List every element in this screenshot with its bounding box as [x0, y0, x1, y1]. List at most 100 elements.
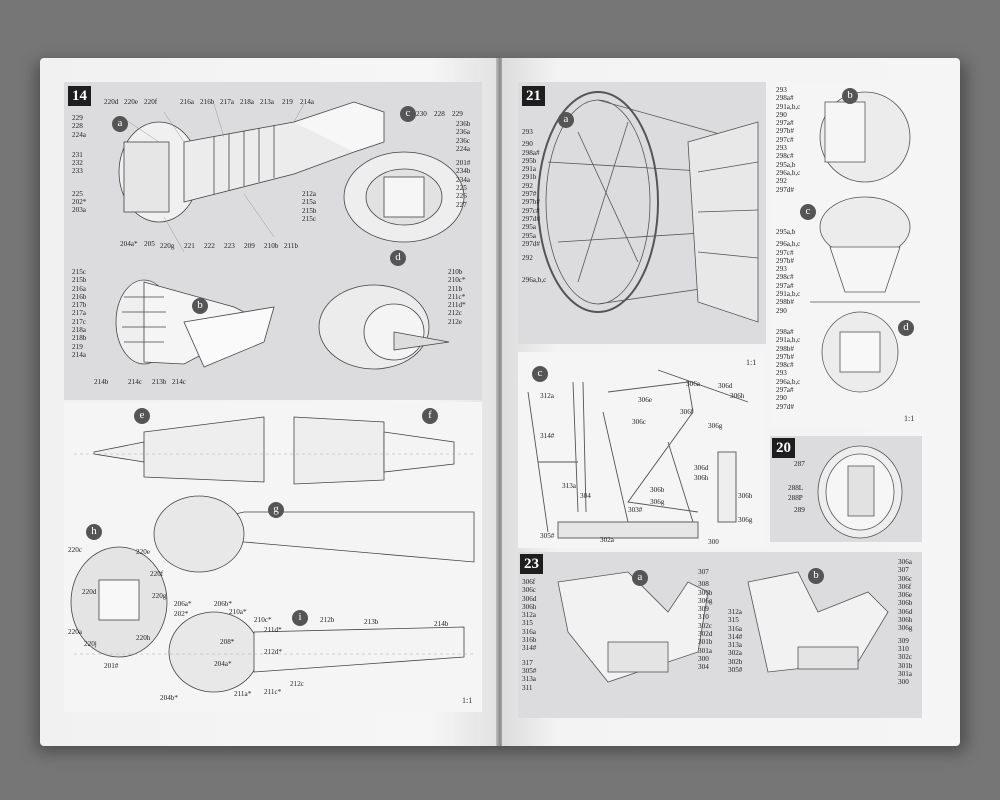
step-21-panel-c-parts: c 312a 314# 313a 304 305# 302a 300 303# …	[518, 352, 766, 548]
sub-label-21c-parts: c	[532, 366, 548, 382]
label-21c-12: 306f	[680, 408, 694, 416]
label-14a-bottom-5: 223	[224, 242, 235, 250]
sub-label-c: c	[400, 106, 416, 122]
label-14i-9: 208*	[220, 638, 235, 646]
label-14h-5: 220a	[68, 628, 82, 636]
label-14h-0: 220c	[68, 546, 82, 554]
label-21c-0: 312a	[540, 392, 554, 400]
sub-label-23a: a	[632, 570, 648, 586]
sub-label-h: h	[86, 524, 102, 540]
label-14a-bottom-8: 211b	[284, 242, 299, 250]
label-14h-1: 220e	[136, 548, 150, 556]
label-21c-9: 306d	[718, 382, 733, 390]
label-14i-8: 214b	[434, 620, 449, 628]
label-21c-13: 306g	[708, 422, 723, 430]
gutter	[496, 58, 504, 746]
step-20-drawing	[817, 445, 903, 539]
label-14c-top-1: 228	[434, 110, 445, 118]
label-14i-13: 204b*	[160, 694, 178, 702]
label-14a-top-6: 218a	[240, 98, 254, 106]
label-21c-16: 306h	[694, 474, 709, 482]
label-20-3: 289	[794, 506, 805, 514]
sub-label-a: a	[112, 116, 128, 132]
label-14a-bottom-6: 209	[244, 242, 255, 250]
label-14h-4: 220g	[152, 592, 167, 600]
label-14a-top-9: 214a	[300, 98, 314, 106]
step-14-top-drawing	[115, 101, 465, 370]
label-14i-15: 211c*	[264, 688, 282, 696]
label-14c-top-0: 230	[416, 110, 427, 118]
label-21c-7: 303#	[628, 506, 643, 514]
label-14h-3: 220d	[82, 588, 97, 596]
step-23-number: 23	[520, 554, 543, 574]
step-14-bottom-drawing	[70, 416, 475, 693]
label-14i-6: 212b	[320, 616, 335, 624]
label-21c-19: 306h	[738, 492, 753, 500]
step-23-drawing	[557, 571, 889, 683]
label-21c-6: 300	[708, 538, 719, 546]
label-14h-2: 220f	[150, 570, 164, 578]
scale-21-bcd: 1:1	[904, 414, 915, 423]
sub-label-23b: b	[808, 568, 824, 584]
step-21c-parts-drawing	[527, 369, 749, 539]
sub-label-i: i	[292, 610, 308, 626]
label-14a-top-7: 213a	[260, 98, 274, 106]
label-21c-8: 306a	[686, 380, 700, 388]
label-14i-5: 211d*	[264, 626, 282, 634]
sub-label-f: f	[422, 408, 438, 424]
label-21c-15: 306d	[694, 464, 709, 472]
label-21c-17: 306b	[650, 486, 665, 494]
label-14a-bottom-7: 210b	[264, 242, 279, 250]
sub-label-b: b	[192, 298, 208, 314]
label-14i-0: 206a*	[174, 600, 192, 608]
sub-label-e: e	[134, 408, 150, 424]
label-20-2: 288P	[788, 494, 803, 502]
label-14i-10: 212d*	[264, 648, 282, 656]
label-14i-12: 201#	[104, 662, 119, 670]
label-14b-bottom-1: 214c	[128, 378, 142, 386]
label-20-0: 287	[794, 460, 805, 468]
sub-label-21a: a	[558, 112, 574, 128]
label-14a-bottom-3: 221	[184, 242, 195, 250]
step-14-bottom-panel: e f g h i 220c 220e 220f 220d 220g 220a …	[64, 402, 482, 712]
sub-label-d: d	[390, 250, 406, 266]
label-14b-bottom-2: 213b	[152, 378, 167, 386]
label-14a-top-2: 220f	[144, 98, 158, 106]
label-14a-bottom-0: 204a*	[120, 240, 138, 248]
sub-label-21d: d	[898, 320, 914, 336]
label-14h-7: 220h	[136, 634, 151, 642]
label-14a-top-1: 220e	[124, 98, 138, 106]
sub-label-g: g	[268, 502, 284, 518]
label-14c-top-2: 229	[452, 110, 463, 118]
step-21-number: 21	[522, 86, 545, 106]
step-20-number: 20	[772, 438, 795, 458]
label-21c-18: 306g	[650, 498, 665, 506]
label-21c-4: 305#	[540, 532, 555, 540]
label-21c-3: 304	[580, 492, 591, 500]
label-21c-1: 314#	[540, 432, 555, 440]
label-14i-16: 212c	[290, 680, 304, 688]
label-14a-bottom-2: 220g	[160, 242, 175, 250]
label-14a-top-0: 220d	[104, 98, 119, 106]
label-14a-bottom-1: 205	[144, 240, 155, 248]
sub-label-21b: b	[842, 88, 858, 104]
labels-21d-left: 298a#291a,b,c 298b#297b# 298c#293 296a,b…	[776, 328, 801, 411]
label-14b-bottom-3: 214c	[172, 378, 186, 386]
label-14i-11: 204a*	[214, 660, 232, 668]
scale-21-c: 1:1	[746, 358, 757, 367]
label-21c-10: 306h	[730, 392, 745, 400]
label-14h-6: 220j	[84, 640, 97, 648]
label-20-1: 288L	[788, 484, 804, 492]
step-20-panel: 20 287 288L 288P 289	[770, 436, 922, 542]
